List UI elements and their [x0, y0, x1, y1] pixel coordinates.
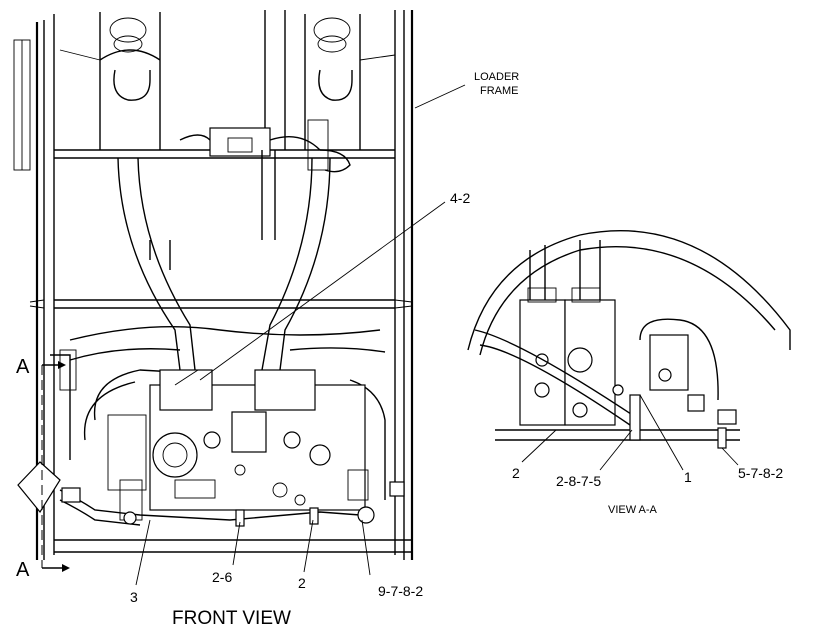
callout-2-view: 2	[512, 465, 520, 481]
front-view-drawing	[13, 10, 466, 586]
view-aa-drawing	[467, 229, 791, 471]
hoses	[69, 150, 386, 500]
callout-1: 1	[684, 469, 692, 485]
front-view-title: FRONT VIEW	[172, 608, 291, 629]
view-aa-title: VIEW A-A	[608, 504, 658, 516]
control-valve	[17, 349, 405, 527]
callout-2-8-7-5: 2-8-7-5	[556, 473, 601, 489]
callout-4-2: 4-2	[450, 190, 470, 206]
front-view-leaders	[135, 84, 466, 586]
callout-2-6: 2-6	[212, 569, 232, 585]
section-label-top: A	[16, 356, 30, 378]
section-cut-line	[41, 361, 70, 572]
upper-components	[59, 10, 396, 173]
section-label-bottom: A	[16, 559, 30, 581]
callout-9-7-8-2: 9-7-8-2	[378, 583, 423, 599]
loader-frame-label-line1: LOADER	[474, 71, 519, 83]
loader-frame	[13, 10, 414, 560]
callout-2-front: 2	[298, 575, 306, 591]
callout-3: 3	[130, 589, 138, 605]
loader-frame-label-line2: FRAME	[480, 85, 519, 97]
callout-5-7-8-2: 5-7-8-2	[738, 465, 783, 481]
